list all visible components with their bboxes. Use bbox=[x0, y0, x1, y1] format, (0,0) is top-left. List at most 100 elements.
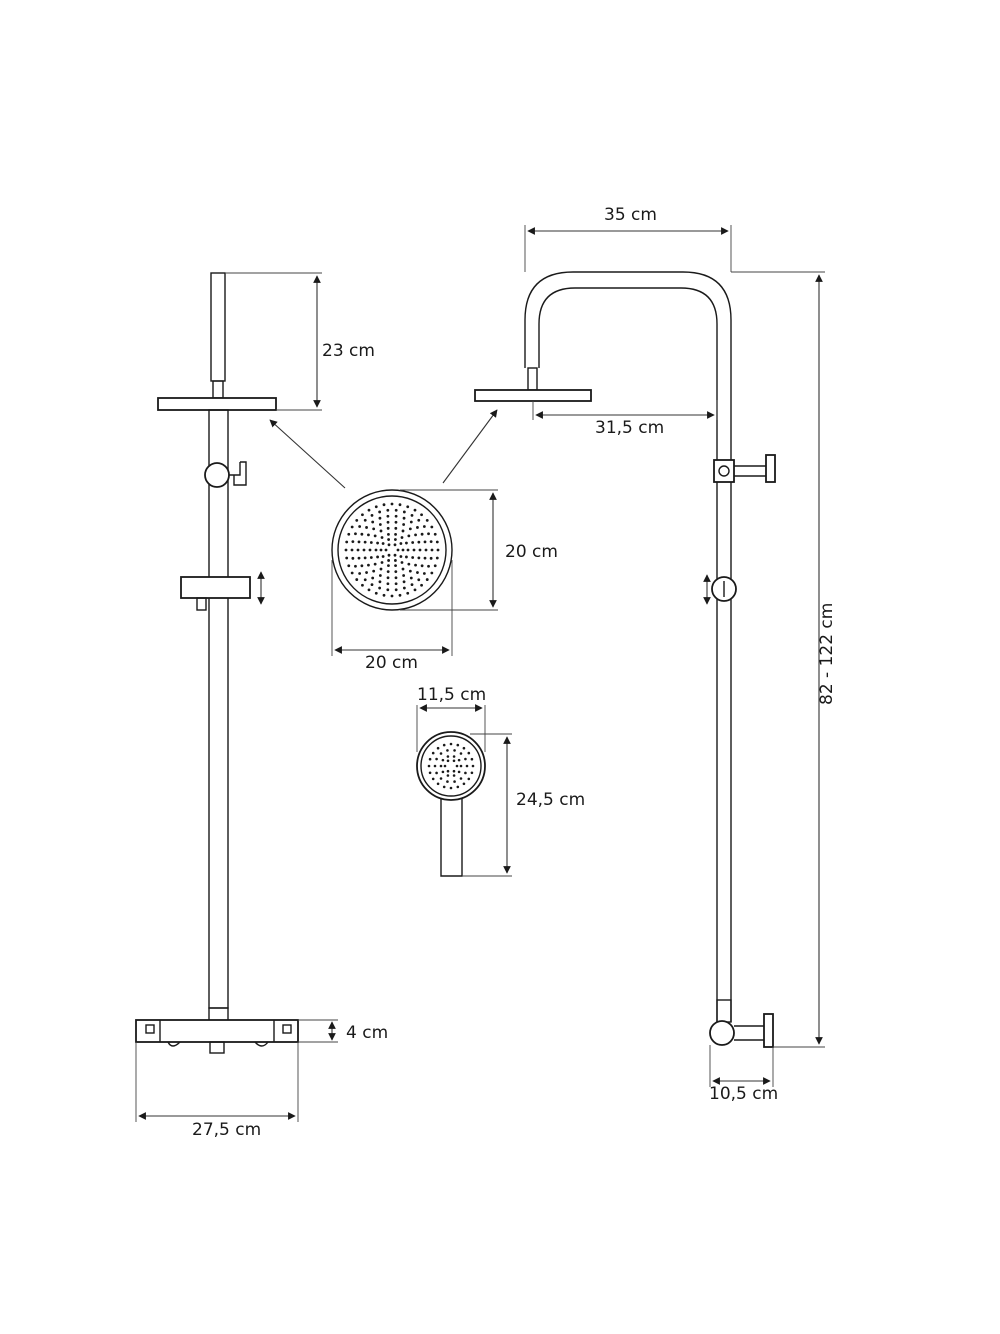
nozzle-dot bbox=[411, 541, 415, 544]
nozzle-dot bbox=[401, 548, 405, 552]
nozzle-dot bbox=[360, 564, 364, 568]
nozzle-dot bbox=[354, 564, 357, 568]
nozzle-dot bbox=[436, 746, 440, 750]
nozzle-dot bbox=[350, 548, 354, 552]
nozzle-dot bbox=[387, 564, 390, 567]
nozzle-dot bbox=[433, 532, 437, 536]
nozzle-dot bbox=[357, 540, 361, 544]
nozzle-dot bbox=[386, 582, 390, 586]
right-dimensions: 35 cm 31,5 cm 82 - 122 cm 10,5 cm bbox=[524, 205, 837, 1104]
nozzle-dot bbox=[356, 548, 360, 552]
nozzle-dot bbox=[373, 562, 377, 566]
nozzle-dot bbox=[435, 540, 439, 544]
nozzle-dot bbox=[361, 513, 364, 517]
nozzle-dot bbox=[409, 520, 413, 524]
nozzle-dot bbox=[398, 593, 402, 597]
nozzle-dot bbox=[430, 571, 434, 575]
rain-head-front bbox=[157, 397, 277, 411]
nozzle-dot bbox=[367, 588, 371, 592]
nozzle-dot bbox=[417, 518, 421, 522]
nozzle-dot bbox=[420, 583, 423, 587]
nozzle-dot bbox=[361, 583, 364, 587]
nozzle-dot bbox=[452, 769, 456, 773]
nozzle-dot bbox=[378, 574, 382, 577]
nozzle-dot bbox=[456, 785, 460, 789]
nozzle-dot bbox=[436, 782, 440, 786]
mixer-outlet bbox=[209, 1041, 225, 1054]
nozzle-dot bbox=[384, 548, 388, 552]
nozzle-dot bbox=[363, 578, 367, 582]
nozzle-dot bbox=[394, 526, 398, 530]
nozzle-dot bbox=[386, 570, 390, 574]
label-rain-head-width: 20 cm bbox=[365, 653, 418, 673]
nozzle-dot bbox=[410, 513, 414, 517]
nozzle-dot bbox=[470, 771, 474, 775]
nozzle-dot bbox=[350, 571, 354, 575]
nozzle-dot bbox=[446, 769, 450, 773]
nozzle-dot bbox=[423, 540, 427, 544]
nozzle-dot bbox=[382, 593, 386, 597]
nozzle-dot bbox=[387, 553, 391, 557]
nozzle-dot bbox=[405, 555, 408, 559]
nozzle-dot bbox=[410, 583, 414, 587]
nozzle-dot bbox=[363, 540, 367, 544]
rain-head-nozzles bbox=[344, 502, 440, 598]
nozzle-dot bbox=[381, 555, 385, 558]
nozzle-dot bbox=[417, 556, 421, 560]
nozzle-dot bbox=[386, 526, 390, 530]
nozzle-dot bbox=[365, 526, 368, 529]
wall-bracket bbox=[763, 1013, 774, 1048]
nozzle-dot bbox=[387, 559, 390, 562]
nozzle-dot bbox=[441, 758, 445, 762]
nozzle-dot bbox=[446, 749, 449, 752]
nozzle-dot bbox=[363, 556, 367, 560]
nozzle-dot bbox=[379, 567, 383, 571]
nozzle-dot bbox=[351, 556, 355, 560]
nozzle-dot bbox=[431, 751, 435, 755]
front-view bbox=[135, 272, 299, 1054]
nozzle-dot bbox=[470, 757, 474, 761]
label-hand-shower-width: 11,5 cm bbox=[417, 685, 486, 705]
nozzle-dot bbox=[369, 556, 373, 559]
nozzle-dot bbox=[355, 578, 359, 581]
nozzle-dot bbox=[467, 751, 471, 755]
nozzle-dot bbox=[442, 743, 446, 747]
hand-shower-head bbox=[416, 731, 486, 801]
nozzle-dot bbox=[402, 580, 406, 584]
nozzle-dot bbox=[422, 525, 426, 528]
hand-shower-handle bbox=[440, 795, 463, 877]
nozzle-dot bbox=[423, 556, 427, 560]
nozzle-dot bbox=[371, 520, 375, 524]
nozzle-dot bbox=[363, 518, 367, 522]
slider-holder bbox=[180, 576, 251, 599]
overhead-arm-outer bbox=[524, 271, 732, 460]
nozzle-dot bbox=[396, 548, 400, 552]
nozzle-dot bbox=[412, 548, 416, 552]
nozzle-dot bbox=[387, 543, 391, 547]
arm-joint bbox=[527, 367, 538, 391]
nozzle-dot bbox=[411, 556, 415, 559]
nozzle-dot bbox=[416, 571, 419, 574]
nozzle-dot bbox=[464, 771, 467, 775]
nozzle-dot bbox=[414, 563, 417, 567]
nozzle-dot bbox=[378, 516, 382, 520]
nozzle-dot bbox=[405, 541, 408, 545]
nozzle-dot bbox=[417, 578, 421, 582]
nozzle-dot bbox=[420, 532, 424, 536]
nozzle-dot bbox=[358, 525, 362, 528]
nozzle-dot bbox=[433, 564, 437, 568]
nozzle-dot bbox=[401, 567, 405, 571]
nozzle-dot bbox=[427, 764, 431, 768]
holder-clip bbox=[196, 597, 207, 611]
nozzle-dot bbox=[394, 508, 398, 512]
nozzle-dot bbox=[439, 764, 443, 768]
overhead-arm-inner bbox=[538, 287, 718, 460]
label-rain-head-height: 20 cm bbox=[505, 542, 558, 562]
nozzle-dot bbox=[360, 532, 364, 536]
nozzle-dot bbox=[347, 564, 351, 568]
nozzle-dot bbox=[446, 759, 450, 763]
nozzle-dot bbox=[394, 533, 397, 536]
nozzle-dot bbox=[394, 570, 398, 574]
diverter-knob bbox=[204, 462, 230, 488]
